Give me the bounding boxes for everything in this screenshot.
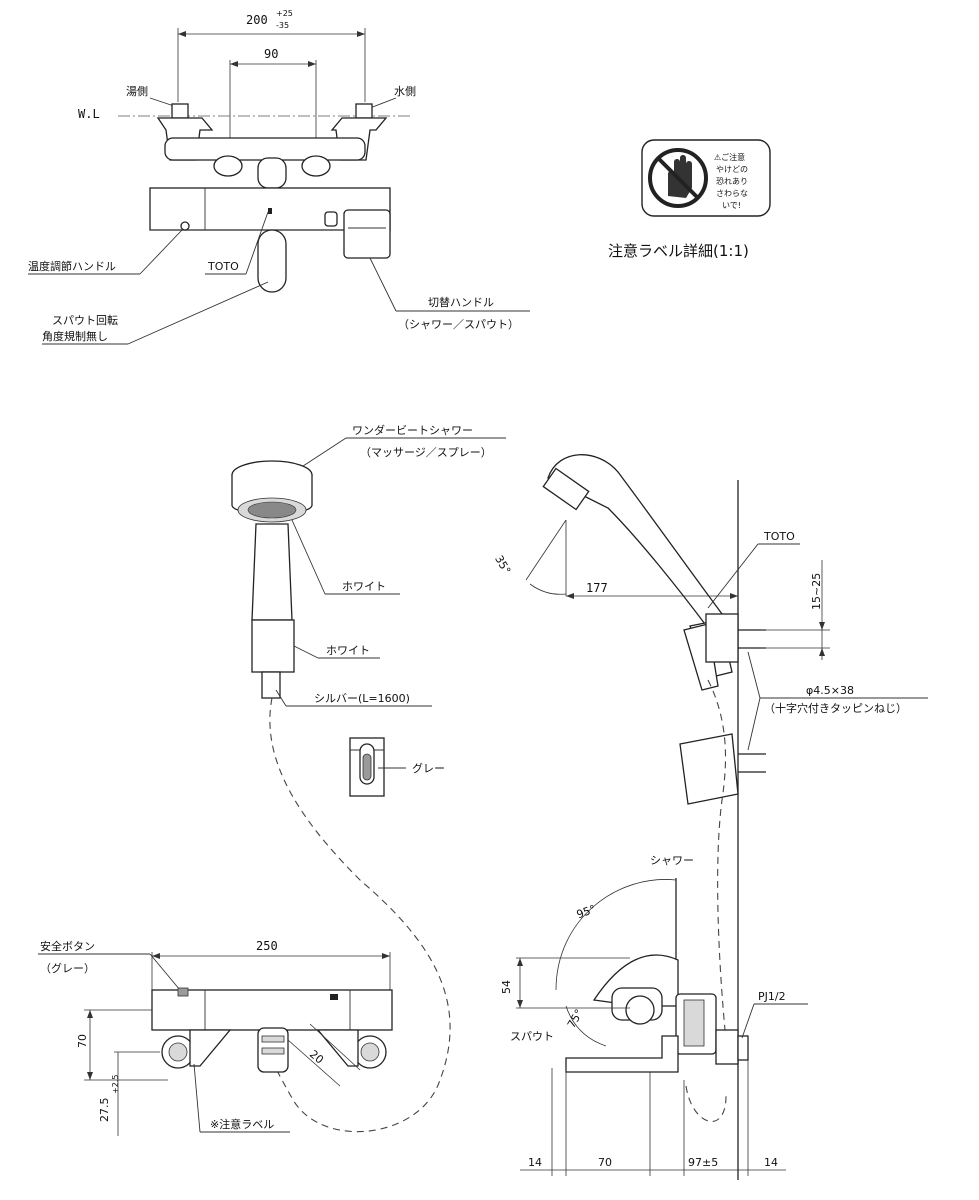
caution-label-ref: ※注意ラベル [210, 1117, 274, 1131]
union-bar [164, 137, 366, 161]
dim-14-right: 14 [764, 1156, 778, 1169]
shower-sub-label: （マッサージ／スプレー） [360, 446, 492, 459]
dim-177: 177 [586, 581, 608, 595]
hot-side-label: 湯側 [126, 85, 148, 98]
shower-handle-front [251, 523, 293, 621]
shower-mode-label: シャワー [650, 854, 694, 867]
toto-mark-label: TOTO [207, 260, 239, 273]
dim-97: 97±5 [688, 1156, 718, 1169]
safety-gray-label: （グレー） [40, 961, 95, 975]
dim-20: 20 [307, 1048, 326, 1067]
angle-95: 95° [575, 902, 598, 921]
hot-elbow-nut [171, 103, 189, 119]
spout-rotation-label-1: スパウト回転 [52, 314, 118, 327]
dim-15-25: 15~25 [810, 573, 823, 610]
cold-side-label: 水側 [394, 85, 416, 98]
spout-top [257, 229, 287, 293]
dim-14-left: 14 [528, 1156, 542, 1169]
mixer-body-bottom [151, 989, 393, 1031]
holder-detail: グレー [349, 737, 445, 797]
silver-hose-label: シルバー(L=1600) [314, 692, 410, 705]
screw-note: （十字穴付きタッピンねじ） [764, 701, 907, 715]
wl-label: W.L [78, 107, 100, 121]
shower-head-front: ワンダービートシャワー （マッサージ／スプレー） ホワイト ホワイト シルバー(… [231, 423, 506, 707]
switch-handle [343, 209, 391, 259]
front-view-top: 200 +25 -35 90 W.L 湯側 水側 温度 [28, 9, 530, 345]
cold-elbow-nut [355, 103, 373, 119]
hose-path [269, 697, 451, 1133]
no-touch-hand-icon [648, 148, 708, 208]
spout-side [565, 1035, 679, 1073]
safety-button-label: 安全ボタン [40, 939, 95, 953]
caution-line-3: 恐れあり [716, 177, 748, 186]
toto-side-label: TOTO [763, 530, 795, 543]
dim-70-left: 70 [76, 1034, 89, 1048]
dim-250: 250 [256, 939, 278, 953]
dim-200-tol-minus: -35 [276, 21, 289, 30]
angle-35: 35° [492, 553, 513, 576]
caution-line-2: やけどの [716, 165, 748, 174]
side-view: 35° 177 TOTO 15~25 φ4.5×38 （十字穴付きタッピンねじ）… [492, 454, 928, 1180]
switch-handle-label: 切替ハンドル [428, 295, 494, 309]
pj-label: PJ1/2 [758, 990, 786, 1003]
temp-handle-label: 温度調節ハンドル [28, 259, 116, 273]
screw-spec: φ4.5×38 [806, 684, 854, 697]
dim-90: 90 [264, 47, 278, 61]
caution-line-4: さわらな [716, 189, 748, 198]
caution-line-5: いで! [722, 201, 741, 210]
spout-mode-label: スパウト [510, 1030, 554, 1043]
white-label-2: ホワイト [326, 644, 370, 657]
dim-27-tol: +2.5 [111, 1075, 120, 1094]
dim-54: 54 [500, 980, 513, 994]
dim-27: 27.5 [98, 1098, 111, 1123]
gray-label: グレー [412, 761, 445, 775]
spout-rotation-label-2: 角度規制無し [42, 329, 108, 343]
caution-detail-title: 注意ラベル詳細(1:1) [608, 242, 749, 260]
caution-label-detail: ⚠ご注意 やけどの 恐れあり さわらな いで! 注意ラベル詳細(1:1) [608, 139, 771, 260]
shower-name-label: ワンダービートシャワー [352, 423, 473, 437]
dim-200-tol-plus: +25 [276, 9, 293, 18]
dim-70-bottom: 70 [598, 1156, 612, 1169]
dim-200: 200 [246, 13, 268, 27]
switch-handle-sub: （シャワー／スパウト） [398, 318, 519, 331]
white-label-1: ホワイト [342, 580, 386, 593]
bottom-view: 250 安全ボタン （グレー） 70 27.5 +2.5 20 [38, 939, 393, 1136]
caution-line-1: ⚠ご注意 [714, 152, 745, 162]
